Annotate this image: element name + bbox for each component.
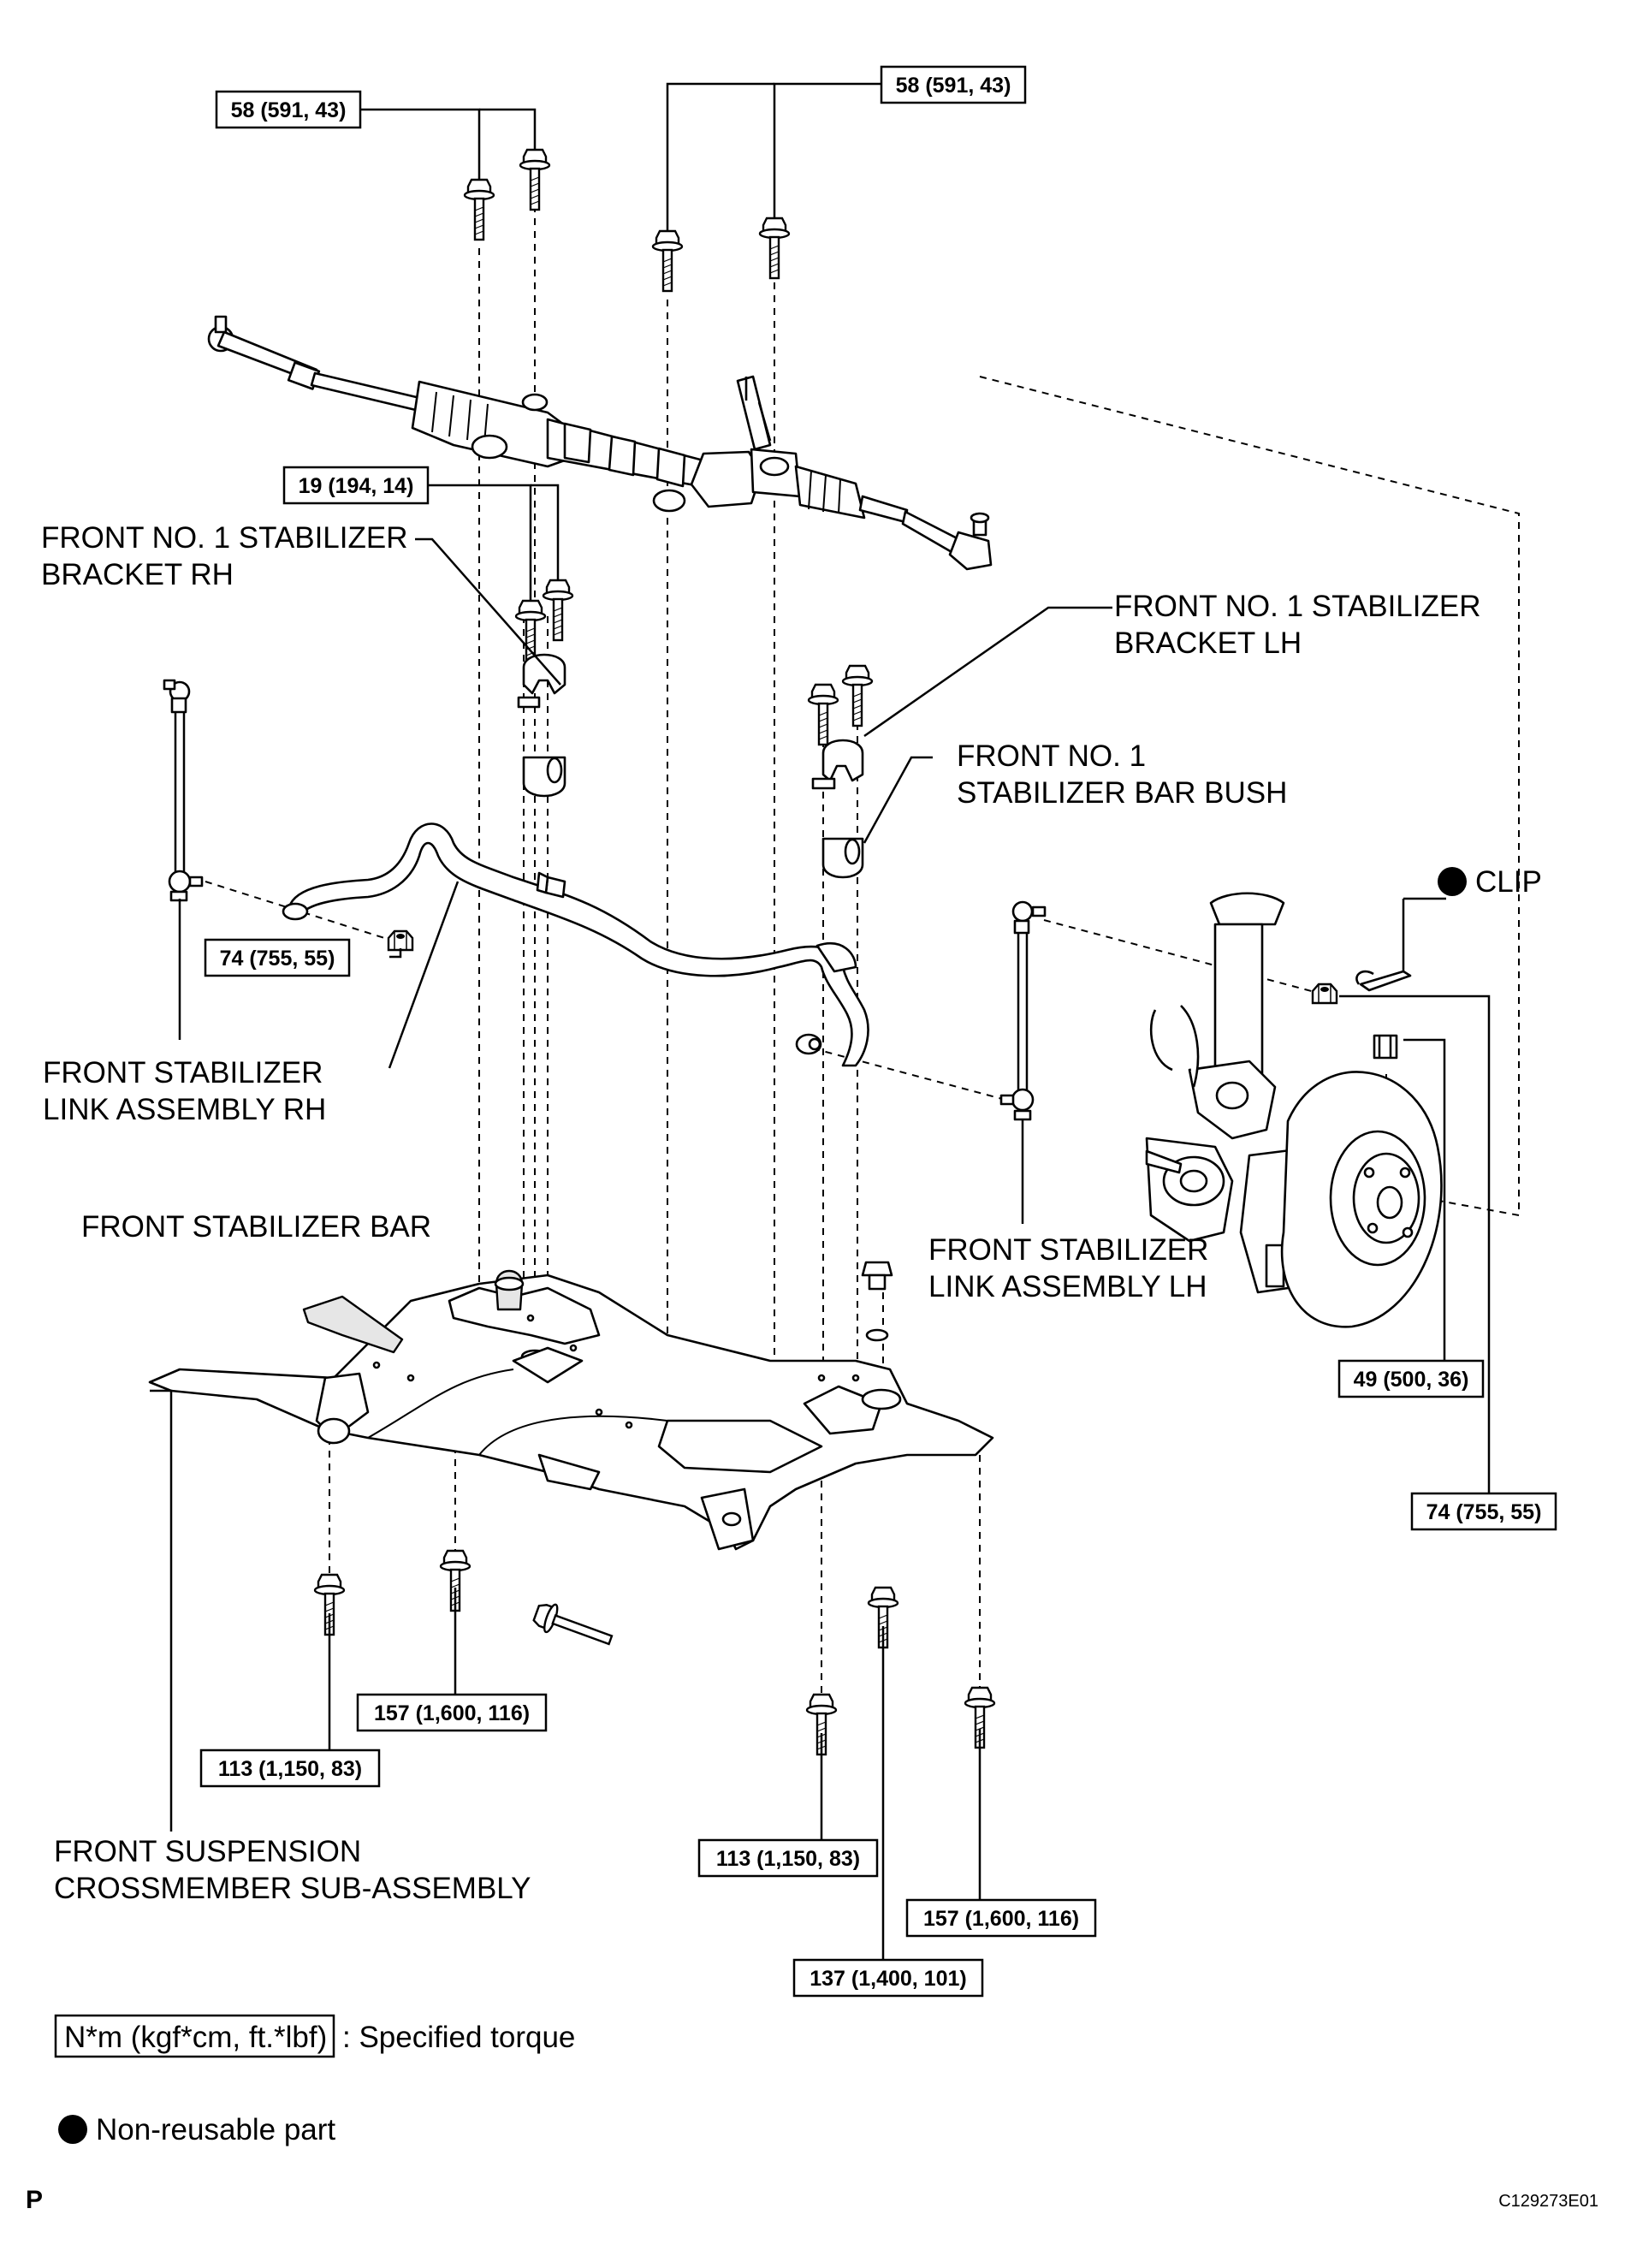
label-link-rh-line2: LINK ASSEMBLY RH <box>43 1093 326 1126</box>
torque-value: 157 (1,600, 116) <box>923 1907 1079 1931</box>
torque-value: 137 (1,400, 101) <box>810 1967 966 1991</box>
corner-mark: P <box>26 2186 43 2214</box>
leader-lines <box>150 82 1491 1960</box>
nut-icon <box>1311 983 1338 1005</box>
label-stabilizer-bar: FRONT STABILIZER BAR <box>81 1210 431 1244</box>
front-stabilizer-bar <box>282 822 869 1067</box>
stabilizer-bracket-lh <box>811 739 864 790</box>
steering-rack <box>207 315 993 571</box>
castle-nut <box>1373 1034 1398 1060</box>
torque-value: 74 (755, 55) <box>220 947 335 971</box>
legend-torque-box <box>54 2014 335 2058</box>
torque-spec-crossmember-front-rh: 113 (1,150, 83) <box>199 1748 381 1788</box>
torque-spec-link-nut-lh: 74 (755, 55) <box>1410 1492 1557 1531</box>
label-bracket-lh-line1: FRONT NO. 1 STABILIZER <box>1114 590 1481 623</box>
label-bush-line2: STABILIZER BAR BUSH <box>957 776 1287 810</box>
non-reusable-dot-icon <box>58 2115 87 2144</box>
label-crossmember-line2: CROSSMEMBER SUB-ASSEMBLY <box>54 1872 531 1905</box>
stabilizer-link-rh <box>163 679 204 902</box>
front-suspension-crossmember <box>148 1261 994 1551</box>
stabilizer-bracket-rh <box>517 653 566 709</box>
torque-spec-crossmember-rear-rh: 157 (1,600, 116) <box>356 1693 548 1732</box>
bolt-icon <box>532 1603 614 1646</box>
torque-spec-crossmember-rear-lh: 157 (1,600, 116) <box>905 1898 1097 1938</box>
label-bush-line1: FRONT NO. 1 <box>957 739 1146 773</box>
torque-value: 58 (591, 43) <box>896 74 1011 98</box>
torque-spec-link-nut-rh: 74 (755, 55) <box>204 938 351 977</box>
torque-spec-stabilizer-bracket: 19 (194, 14) <box>282 466 430 505</box>
stabilizer-link-lh <box>999 900 1047 1121</box>
torque-spec-crossmember-center: 137 (1,400, 101) <box>792 1958 984 1998</box>
non-reusable-dot-icon <box>1438 867 1467 896</box>
label-crossmember-line1: FRONT SUSPENSION <box>54 1835 361 1868</box>
nut-icon <box>387 929 414 952</box>
stabilizer-bush-lh <box>821 837 864 879</box>
torque-value: 58 (591, 43) <box>231 98 347 122</box>
torque-value: 74 (755, 55) <box>1426 1500 1542 1524</box>
torque-spec-rack-lh: 58 (591, 43) <box>880 65 1027 104</box>
bolt-icon <box>758 217 791 280</box>
clip-part <box>1355 897 1446 992</box>
label-bracket-lh-line2: BRACKET LH <box>1114 626 1302 660</box>
bolt-icon <box>651 229 684 293</box>
torque-spec-crossmember-front-lh: 113 (1,150, 83) <box>697 1838 879 1878</box>
torque-spec-rack-rh: 58 (591, 43) <box>215 90 362 129</box>
bolt-icon <box>519 148 551 211</box>
label-clip: CLIP <box>1475 865 1542 899</box>
stabilizer-bracket-bolts <box>514 579 874 746</box>
legend: N*m (kgf*cm, ft.*lbf) : Specified torque… <box>54 2014 575 2146</box>
figure-code: C129273E01 <box>1498 2192 1598 2211</box>
stabilizer-bar-nut-lh <box>795 1033 822 1055</box>
crossmember-bolts <box>313 1549 996 1756</box>
legend-torque-unit: N*m (kgf*cm, ft.*lbf) <box>64 2021 327 2054</box>
torque-value: 157 (1,600, 116) <box>374 1701 530 1725</box>
label-link-rh-line1: FRONT STABILIZER <box>43 1056 323 1089</box>
torque-value: 113 (1,150, 83) <box>716 1847 860 1871</box>
torque-value: 113 (1,150, 83) <box>218 1757 362 1781</box>
label-bracket-rh-line2: BRACKET RH <box>41 558 234 591</box>
stabilizer-bush-rh <box>522 756 566 798</box>
torque-spec-tie-rod-nut: 49 (500, 36) <box>1337 1359 1485 1398</box>
bolt-icon <box>807 683 839 746</box>
assembly-guide-lines <box>205 205 1520 1699</box>
label-link-lh-line1: FRONT STABILIZER <box>928 1233 1208 1267</box>
torque-value: 19 (194, 14) <box>299 474 414 498</box>
bolt-icon <box>841 664 874 727</box>
legend-nonreusable-desc: Non-reusable part <box>96 2113 335 2146</box>
bolt-icon <box>463 178 495 241</box>
label-bracket-rh-line1: FRONT NO. 1 STABILIZER <box>41 521 408 555</box>
steering-knuckle-assembly <box>1145 892 1443 1328</box>
rack-mounting-bolts <box>463 148 791 293</box>
label-link-lh-line2: LINK ASSEMBLY LH <box>928 1270 1207 1303</box>
legend-torque-desc: : Specified torque <box>342 2021 575 2054</box>
torque-value: 49 (500, 36) <box>1354 1368 1469 1392</box>
